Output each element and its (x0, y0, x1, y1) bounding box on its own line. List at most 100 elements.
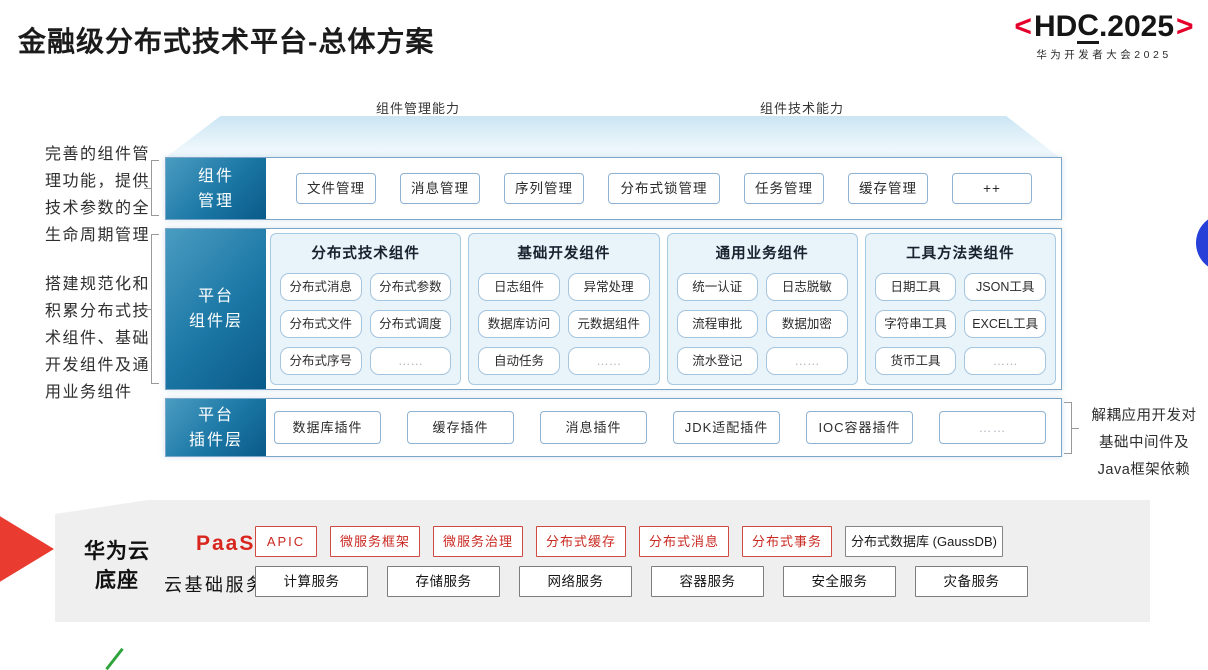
component-chip: 流程审批 (676, 310, 759, 338)
component-chip-more: …… (567, 347, 650, 375)
component-chip: 流水登记 (676, 347, 759, 375)
paas-chip: 微服务框架 (330, 526, 420, 557)
component-group-distributed: 分布式技术组件 分布式消息 分布式参数 分布式文件 分布式调度 分布式序号 …… (270, 233, 462, 385)
logo-text-hd: HD (1033, 10, 1078, 43)
plugin-chip: 消息插件 (540, 411, 647, 444)
component-chip: 分布式文件 (280, 310, 362, 338)
management-chip: 分布式锁管理 (608, 173, 720, 204)
plugin-chip: JDK适配插件 (673, 411, 780, 444)
component-chip: 日志脱敏 (766, 273, 848, 301)
component-chip: 字符串工具 (874, 310, 957, 338)
component-chip: EXCEL工具 (964, 310, 1046, 338)
component-chip-more: …… (766, 347, 848, 375)
cloud-service-chip: 灾备服务 (915, 566, 1028, 597)
annotation-line: Java框架依赖 (1097, 462, 1191, 478)
layer-label-line: 组件层 (188, 313, 243, 330)
layer-platform-plugins: 平台 插件层 数据库插件 缓存插件 消息插件 JDK适配插件 IOC容器插件 …… (165, 398, 1062, 457)
annotation-component-layer: 搭建规范化和积累分布式技术组件、基础开发组件及通用业务组件 (45, 276, 151, 401)
paas-chip-row: APIC 微服务框架 微服务治理 分布式缓存 分布式消息 分布式事务 分布式数据… (255, 526, 1003, 557)
component-group-title: 分布式技术组件 (311, 246, 420, 262)
management-chip-row: 文件管理 消息管理 序列管理 分布式锁管理 任务管理 缓存管理 ++ (296, 173, 1032, 204)
cloud-service-chip: 存储服务 (387, 566, 500, 597)
huawei-cloud-foundation (55, 500, 1150, 622)
layer-label-line: 管理 (197, 192, 234, 210)
left-bracket (144, 234, 159, 384)
layer-label-platform-components: 平台 组件层 (166, 229, 266, 389)
paas-chip: 分布式事务 (742, 526, 832, 557)
component-chip: 日志组件 (478, 273, 560, 301)
component-chip: 货币工具 (874, 347, 957, 375)
component-chip: 分布式调度 (369, 310, 452, 338)
cloud-services-chip-row: 计算服务 存储服务 网络服务 容器服务 安全服务 灾备服务 (255, 566, 1028, 597)
annotation-component-management: 完善的组件管理功能，提供技术参数的全生命周期管理 (45, 146, 151, 244)
layer-label-line: 平台 (197, 288, 234, 305)
foundation-label: 华为云底座 (84, 540, 150, 592)
layer-label-component-management: 组件 管理 (166, 158, 266, 219)
page-title: 金融级分布式技术平台-总体方案 (18, 26, 435, 57)
component-groups: 分布式技术组件 分布式消息 分布式参数 分布式文件 分布式调度 分布式序号 ……… (270, 233, 1056, 385)
annotation-line: 解耦应用开发对 (1091, 408, 1197, 424)
component-chip: 分布式消息 (280, 273, 362, 301)
left-bracket (144, 160, 159, 216)
logo-text-year: .2025 (1098, 10, 1175, 43)
management-chip: 任务管理 (744, 173, 824, 204)
paas-chip: 分布式缓存 (536, 526, 626, 557)
paas-chip: APIC (255, 526, 317, 557)
blue-circle-decoration (1196, 214, 1208, 272)
capability-label-management: 组件管理能力 (376, 101, 461, 116)
component-group-title: 基础开发组件 (517, 246, 611, 262)
management-chip: 消息管理 (400, 173, 480, 204)
annotation-line: 基础中间件及 (1099, 435, 1189, 451)
red-arrow-icon (0, 507, 54, 591)
component-chip: 分布式序号 (280, 347, 362, 375)
paas-chip: 分布式消息 (639, 526, 729, 557)
hdc-logo-subtitle: 华为开发者大会2025 (1036, 49, 1172, 61)
cloud-service-chip: 网络服务 (519, 566, 632, 597)
cloud-service-chip: 容器服务 (651, 566, 764, 597)
management-chip: 文件管理 (296, 173, 376, 204)
component-chip-more: …… (369, 347, 452, 375)
component-chip: 分布式参数 (369, 273, 452, 301)
layer-label-line: 平台 (197, 406, 234, 424)
plugin-chip-row: 数据库插件 缓存插件 消息插件 JDK适配插件 IOC容器插件 …… (274, 411, 1046, 444)
cloud-service-chip: 安全服务 (783, 566, 896, 597)
annotation-plugin-layer: 解耦应用开发对 基础中间件及 Java框架依赖 (1080, 403, 1208, 484)
right-bracket (1064, 402, 1079, 454)
logo-text-c: C (1077, 8, 1099, 44)
capability-label-technology: 组件技术能力 (760, 101, 845, 116)
component-chip: 统一认证 (676, 273, 759, 301)
plugin-chip: 缓存插件 (407, 411, 514, 444)
component-chip: 数据加密 (766, 310, 848, 338)
cloud-services-label: 云基础服务 (164, 575, 267, 595)
logo-left-angle-icon: < (1014, 10, 1032, 43)
management-chip-more: ++ (952, 173, 1032, 204)
component-group-title: 通用业务组件 (715, 246, 809, 262)
layer-label-line: 组件 (197, 167, 234, 185)
plugin-chip: IOC容器插件 (806, 411, 913, 444)
component-chip: 异常处理 (567, 273, 650, 301)
platform-top-face (165, 116, 1060, 158)
component-group-business: 通用业务组件 统一认证 日志脱敏 流程审批 数据加密 流水登记 …… (666, 233, 858, 385)
paas-chip-gaussdb: 分布式数据库 (GaussDB) (845, 526, 1003, 557)
paas-chip: 微服务治理 (433, 526, 523, 557)
management-chip: 缓存管理 (848, 173, 928, 204)
component-chip: 数据库访问 (478, 310, 560, 338)
component-group-title: 工具方法类组件 (906, 246, 1015, 262)
component-group-tools: 工具方法类组件 日期工具 JSON工具 字符串工具 EXCEL工具 货币工具 …… (864, 233, 1056, 385)
green-accent-mark (105, 647, 124, 670)
management-chip: 序列管理 (504, 173, 584, 204)
component-chip: 自动任务 (478, 347, 560, 375)
paas-label: PaaS (196, 532, 256, 555)
plugin-chip-more: …… (939, 411, 1046, 444)
layer-platform-components: 平台 组件层 分布式技术组件 分布式消息 分布式参数 分布式文件 分布式调度 分… (165, 228, 1062, 390)
cloud-service-chip: 计算服务 (255, 566, 368, 597)
component-chip: JSON工具 (964, 273, 1046, 301)
layer-component-management: 组件 管理 文件管理 消息管理 序列管理 分布式锁管理 任务管理 缓存管理 ++ (165, 157, 1062, 220)
layer-label-line: 插件层 (188, 431, 243, 449)
component-group-basic-dev: 基础开发组件 日志组件 异常处理 数据库访问 元数据组件 自动任务 …… (468, 233, 660, 385)
layer-label-platform-plugins: 平台 插件层 (166, 399, 266, 456)
component-chip-more: …… (964, 347, 1046, 375)
component-chip: 日期工具 (874, 273, 957, 301)
